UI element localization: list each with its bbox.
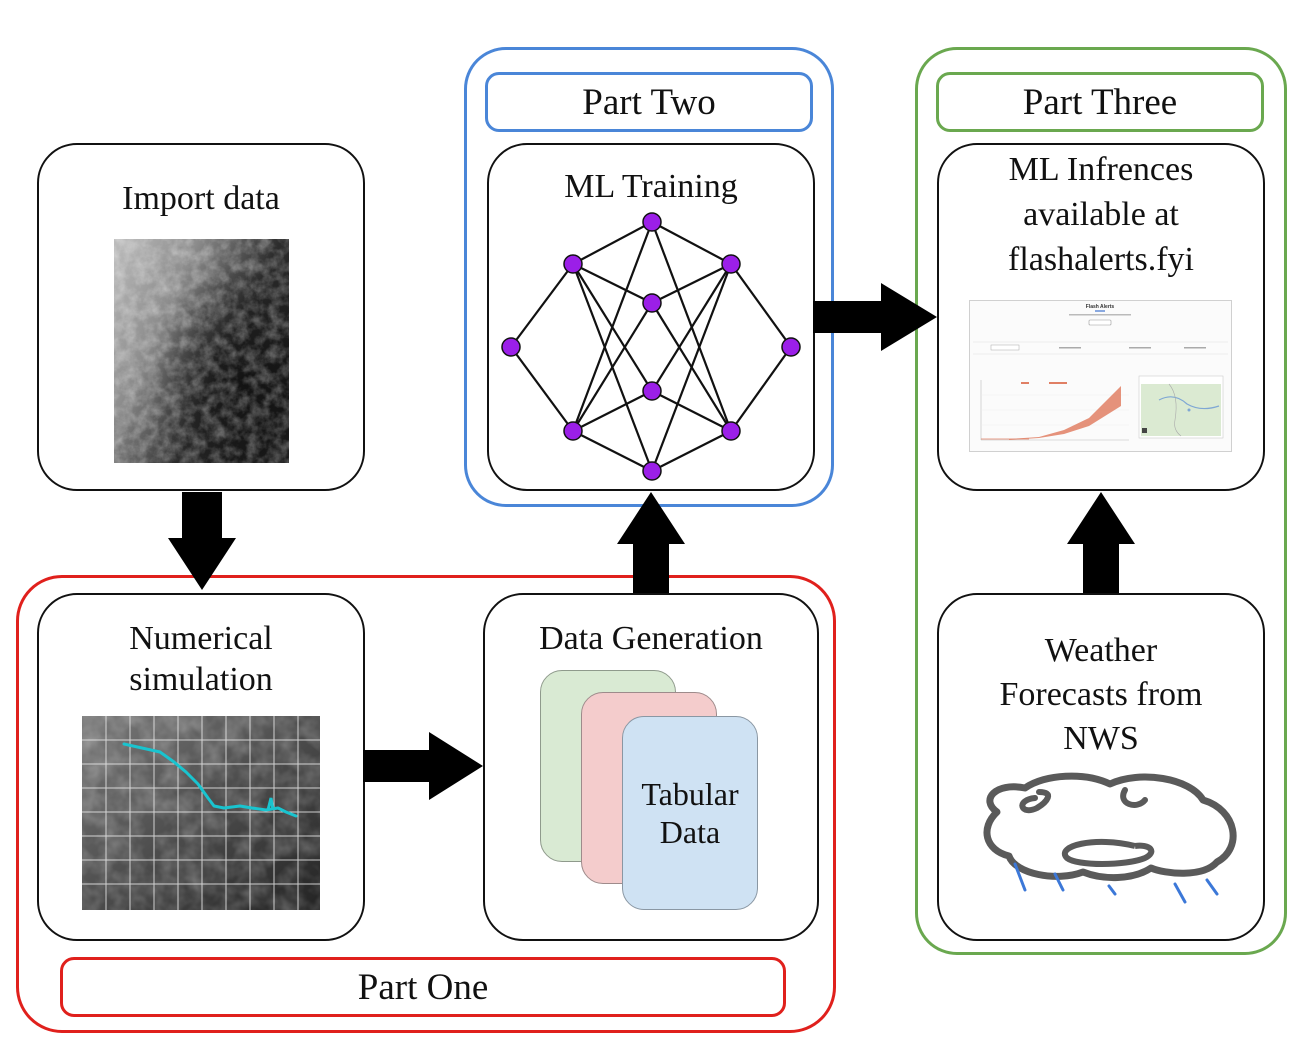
neuron [642, 212, 662, 232]
arrow-forecasts-to-inferences [1067, 492, 1135, 593]
simulation-grid-image [82, 716, 320, 910]
arrow-training-to-inferences [813, 283, 937, 351]
neuron [563, 254, 583, 274]
part-two-label: Part Two [582, 81, 716, 123]
neuron [721, 421, 741, 441]
part-three-tag: Part Three [936, 72, 1264, 132]
website-title: Flash Alerts [1086, 304, 1115, 310]
website-screenshot-image: Flash Alerts [969, 300, 1232, 452]
ml-training-node: ML Training [487, 143, 815, 491]
numerical-simulation-label: Numerical simulation [129, 620, 273, 698]
neural-network-diagram [501, 212, 801, 481]
import-data-label: Import data [122, 180, 280, 217]
cloud-rain-icon [983, 772, 1237, 904]
weather-forecasts-label: Weather Forecasts from NWS [999, 632, 1203, 758]
part-one-label: Part One [357, 966, 489, 1008]
arrow-import-to-simulation [168, 492, 236, 590]
ml-inferences-label: ML Infrences available at flashalerts.fy… [1008, 151, 1194, 279]
elevation-map-image [114, 239, 289, 463]
tabular-data-label: Tabular Data [641, 776, 739, 851]
part-one-tag: Part One [60, 957, 786, 1017]
neuron [642, 293, 662, 313]
data-generation-label: Data Generation [539, 620, 763, 657]
part-three-group [915, 47, 1287, 955]
neuron [563, 421, 583, 441]
part-two-tag: Part Two [485, 72, 813, 132]
ml-training-label: ML Training [564, 168, 738, 205]
neuron [642, 381, 662, 401]
neuron [781, 337, 801, 357]
part-one-group [16, 575, 836, 1033]
neuron [501, 337, 521, 357]
arrow-generation-to-training [617, 492, 685, 593]
arrow-simulation-to-generation [363, 732, 483, 800]
sheet-blue: Tabular Data [622, 716, 758, 910]
part-three-label: Part Three [1022, 81, 1178, 123]
neuron [642, 461, 662, 481]
neuron [721, 254, 741, 274]
